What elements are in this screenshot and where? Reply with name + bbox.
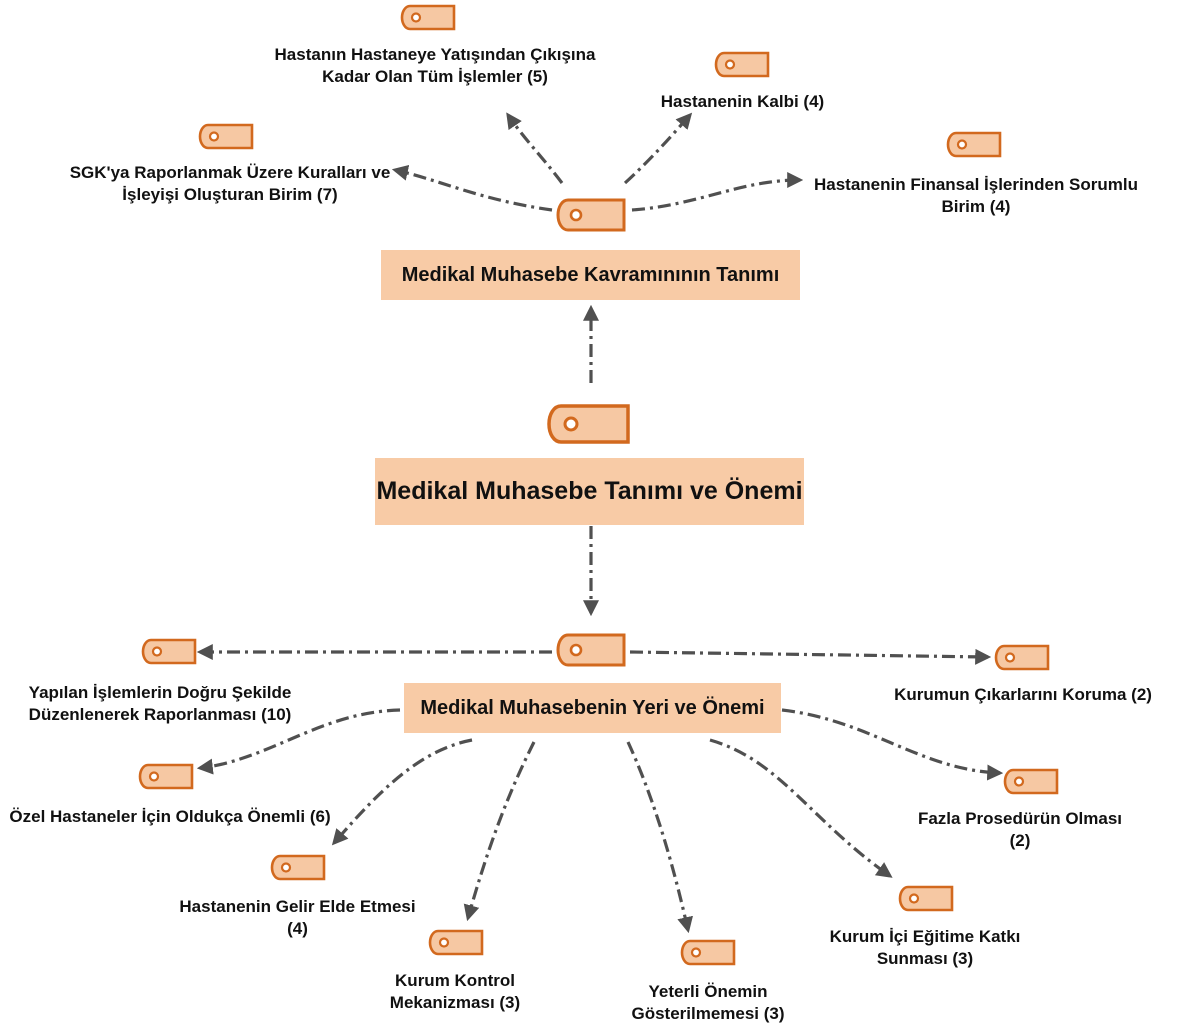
edge-importance-to-income bbox=[331, 738, 473, 846]
node-reporting[interactable]: Yapılan İşlemlerin Doğru Şekilde Düzenle… bbox=[15, 682, 305, 726]
edge-importance-to-control bbox=[463, 741, 536, 922]
node-finance-label: Hastanenin Finansal İşlerinden Sorumlu B… bbox=[813, 175, 1138, 217]
node-training[interactable]: Kurum İçi Eğitime Katkı Sunması (3) bbox=[795, 926, 1055, 970]
node-control-label: Kurum Kontrol Mekanizması (3) bbox=[389, 971, 521, 1013]
tag-icon bbox=[714, 51, 770, 78]
tag-icon bbox=[400, 4, 456, 31]
node-income-label: Hastanenin Gelir Elde Etmesi (4) bbox=[179, 897, 416, 939]
importance-node[interactable]: Medikal Muhasebenin Yeri ve Önemi bbox=[404, 683, 781, 733]
tag-icon bbox=[898, 885, 954, 912]
root-label: Medikal Muhasebe Tanımı ve Önemi bbox=[376, 477, 803, 506]
node-transactions-label: Hastanın Hastaneye Yatışından Çıkışına K… bbox=[274, 45, 596, 87]
importance-label: Medikal Muhasebenin Yeri ve Önemi bbox=[420, 696, 765, 719]
node-private[interactable]: Özel Hastaneler İçin Oldukça Önemli (6) bbox=[5, 806, 335, 828]
node-transactions[interactable]: Hastanın Hastaneye Yatışından Çıkışına K… bbox=[255, 44, 615, 88]
tag-icon bbox=[198, 123, 254, 150]
node-heart-label: Hastanenin Kalbi (4) bbox=[660, 92, 825, 111]
edge-importance-to-insufficient bbox=[626, 741, 693, 934]
tag-icon bbox=[547, 404, 630, 444]
node-interests-label: Kurumun Çıkarlarını Koruma (2) bbox=[894, 685, 1152, 704]
tag-icon bbox=[270, 854, 326, 881]
edge-importance-to-private bbox=[196, 708, 401, 775]
edge-definition-to-finance bbox=[631, 172, 804, 212]
edge-definition-to-heart bbox=[623, 112, 693, 185]
tag-icon bbox=[138, 763, 194, 790]
node-insufficient[interactable]: Yeterli Önemin Gösterilmemesi (3) bbox=[598, 981, 818, 1025]
edge-importance-to-training bbox=[709, 738, 893, 878]
tag-icon bbox=[994, 644, 1050, 671]
node-sgk-label: SGK'ya Raporlanmak Üzere Kuralları ve İş… bbox=[69, 163, 391, 205]
edge-importance-to-procedure bbox=[781, 708, 1004, 781]
tag-icon bbox=[946, 131, 1002, 158]
node-training-label: Kurum İçi Eğitime Katkı Sunması (3) bbox=[829, 927, 1021, 969]
tag-icon bbox=[141, 638, 197, 665]
edge-definition-to-transactions bbox=[506, 112, 564, 184]
node-insufficient-label: Yeterli Önemin Gösterilmemesi (3) bbox=[631, 982, 785, 1024]
node-interests[interactable]: Kurumun Çıkarlarını Koruma (2) bbox=[862, 684, 1184, 706]
tag-icon bbox=[428, 929, 484, 956]
tag-icon bbox=[680, 939, 736, 966]
node-sgk[interactable]: SGK'ya Raporlanmak Üzere Kuralları ve İş… bbox=[55, 162, 405, 206]
tag-icon bbox=[556, 198, 626, 232]
node-procedure[interactable]: Fazla Prosedürün Olması (2) bbox=[915, 808, 1125, 852]
definition-node[interactable]: Medikal Muhasebe Kavramınının Tanımı bbox=[381, 250, 800, 300]
node-income[interactable]: Hastanenin Gelir Elde Etmesi (4) bbox=[170, 896, 425, 940]
node-private-label: Özel Hastaneler İçin Oldukça Önemli (6) bbox=[9, 807, 331, 826]
definition-label: Medikal Muhasebe Kavramınının Tanımı bbox=[401, 263, 780, 286]
node-procedure-label: Fazla Prosedürün Olması (2) bbox=[917, 809, 1123, 851]
node-reporting-label: Yapılan İşlemlerin Doğru Şekilde Düzenle… bbox=[28, 683, 292, 725]
tag-icon bbox=[1003, 768, 1059, 795]
tag-icon bbox=[556, 633, 626, 667]
edge-importance-to-interests bbox=[629, 648, 992, 665]
node-finance[interactable]: Hastanenin Finansal İşlerinden Sorumlu B… bbox=[802, 174, 1150, 218]
edge-definition-to-sgk bbox=[391, 164, 553, 212]
root-node[interactable]: Medikal Muhasebe Tanımı ve Önemi bbox=[375, 458, 804, 525]
node-control[interactable]: Kurum Kontrol Mekanizması (3) bbox=[355, 970, 555, 1014]
node-heart[interactable]: Hastanenin Kalbi (4) bbox=[625, 91, 860, 113]
